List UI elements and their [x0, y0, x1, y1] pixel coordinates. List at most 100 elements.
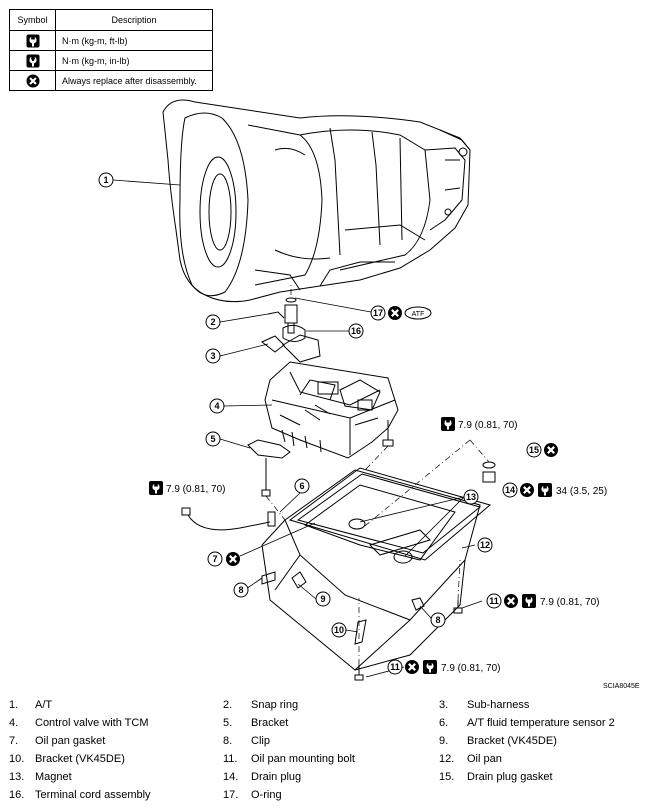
always-replace-icon — [542, 441, 560, 459]
atf-badge: ATF — [404, 306, 432, 320]
callout-16: 16 — [348, 323, 364, 339]
callout-6: 6 — [294, 478, 310, 494]
part-name: A/T fluid temperature sensor 2 — [467, 717, 615, 729]
exploded-view-diagram: 1 2 3 4 5 6 7 8 8 9 10 11 11 12 13 14 15… — [98, 99, 607, 681]
torque-ft-lb-icon — [26, 34, 39, 47]
part-name: Sub-harness — [467, 699, 530, 711]
control-valve-bolt — [382, 420, 394, 447]
torque-in-lb-icon — [522, 594, 536, 608]
part-number: 8. — [223, 735, 233, 747]
parts-row: 4. Control valve with TCM 5. Bracket 6. … — [9, 715, 639, 733]
always-replace-icon — [403, 658, 421, 676]
torque-values: 7.9 (0.81, 70) 7.9 (0.81, 70) 34 (3.5, 2… — [166, 420, 607, 674]
part-number: 15. — [439, 771, 455, 783]
callout-4: 4 — [209, 398, 225, 414]
callout-17: 17 — [370, 305, 386, 321]
symbol-legend-table: Symbol Description N·m (kg-m, ft-lb) N·m… — [9, 9, 213, 91]
callout-12: 12 — [477, 537, 493, 553]
part-name: Bracket (VK45DE) — [35, 753, 125, 765]
part-name: Oil pan mounting bolt — [251, 753, 355, 765]
callout-11: 11 — [486, 593, 502, 609]
svg-text:12: 12 — [480, 540, 490, 550]
part-name: Terminal cord assembly — [35, 789, 151, 801]
svg-text:9: 9 — [320, 594, 325, 604]
part-number: 4. — [9, 717, 19, 729]
always-replace-icon — [386, 304, 404, 322]
always-replace-icon — [502, 592, 520, 610]
svg-text:11: 11 — [390, 662, 400, 672]
svg-text:17: 17 — [373, 308, 383, 318]
svg-text:16: 16 — [351, 326, 361, 336]
part-number: 9. — [439, 735, 449, 747]
part-name: Snap ring — [251, 699, 299, 711]
callout-11: 11 — [387, 659, 403, 675]
bracket-bolt — [261, 458, 271, 497]
part-number: 1. — [9, 699, 19, 711]
part-name: Drain plug — [251, 771, 302, 783]
bracket-vk45de — [291, 571, 307, 589]
torque-in-lb-icon — [441, 417, 455, 431]
torque-in-lb-icon — [26, 54, 39, 67]
part-number: 13. — [9, 771, 25, 783]
clip-part — [411, 597, 425, 611]
svg-text:3: 3 — [210, 351, 215, 361]
part-number: 5. — [223, 717, 233, 729]
svg-text:11: 11 — [489, 596, 499, 606]
terminal-cord-assembly — [282, 297, 306, 342]
leader-lines — [112, 179, 483, 678]
svg-text:8: 8 — [238, 585, 243, 595]
bracket-vk45de — [354, 619, 367, 645]
callout-8: 8 — [430, 612, 446, 628]
bracket-part — [247, 439, 291, 459]
callout-5: 5 — [205, 431, 221, 447]
control-valve-body — [264, 361, 399, 459]
torque-in-lb-icon — [149, 481, 163, 495]
svg-text:10: 10 — [334, 625, 344, 635]
part-number: 16. — [9, 789, 25, 801]
part-name: Bracket (VK45DE) — [467, 735, 557, 747]
callout-13: 13 — [463, 489, 479, 505]
parts-row: 10. Bracket (VK45DE) 11. Oil pan mountin… — [9, 751, 639, 769]
callout-8: 8 — [233, 582, 249, 598]
snap-ring — [267, 311, 285, 319]
part-number: 10. — [9, 753, 25, 765]
sub-harness — [261, 334, 321, 363]
parts-row: 13. Magnet 14. Drain plug 15. Drain plug… — [9, 769, 639, 787]
part-number: 7. — [9, 735, 19, 747]
legend-row: Always replace after disassembly. — [9, 70, 213, 91]
torque-bracket-bolt: 7.9 (0.81, 70) — [166, 484, 225, 495]
part-name: Oil pan — [467, 753, 502, 765]
callout-7: 7 — [207, 551, 223, 567]
svg-text:7: 7 — [212, 554, 217, 564]
alignment-lines — [265, 285, 490, 665]
oil-pan-bolt — [453, 600, 463, 614]
part-number: 14. — [223, 771, 239, 783]
part-name: Oil pan gasket — [35, 735, 106, 747]
always-replace-icon — [518, 481, 536, 499]
svg-text:ATF: ATF — [412, 311, 425, 318]
part-number: 11. — [223, 753, 238, 765]
svg-text:15: 15 — [529, 445, 539, 455]
svg-text:13: 13 — [466, 492, 476, 502]
part-number: 12. — [439, 753, 455, 765]
torque-oil-pan-bolt-bottom: 7.9 (0.81, 70) — [441, 663, 500, 674]
legend-row: N·m (kg-m, ft-lb) — [9, 30, 213, 51]
part-name: O-ring — [251, 789, 282, 801]
part-number: 17. — [223, 789, 239, 801]
torque-control-valve-bolt: 7.9 (0.81, 70) — [458, 420, 517, 431]
svg-text:8: 8 — [435, 615, 440, 625]
oil-pan-bolt — [354, 665, 364, 681]
symbol-markers: ATF — [149, 304, 560, 676]
part-number: 2. — [223, 699, 233, 711]
svg-text:14: 14 — [505, 485, 515, 495]
drain-plug-gasket — [482, 461, 496, 469]
drain-plug — [482, 471, 496, 483]
part-name: Control valve with TCM — [35, 717, 149, 729]
callout-3: 3 — [205, 348, 221, 364]
svg-text:2: 2 — [210, 317, 215, 327]
part-name: Clip — [251, 735, 270, 747]
temperature-sensor — [181, 507, 276, 531]
svg-text:6: 6 — [299, 481, 304, 491]
torque-ft-lb-icon — [538, 483, 552, 497]
part-number: 6. — [439, 717, 449, 729]
